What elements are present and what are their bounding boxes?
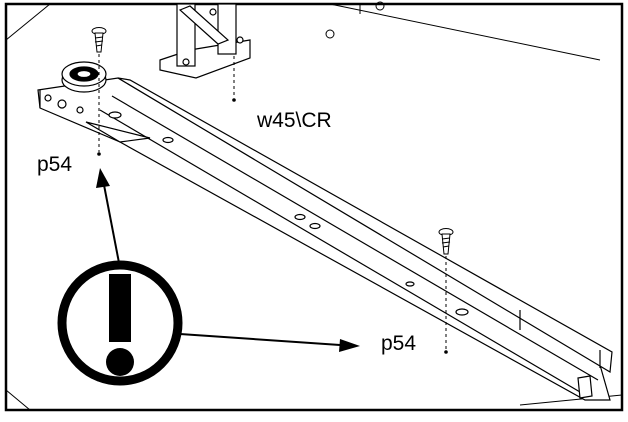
- roller-wheel-icon: [61, 61, 107, 93]
- screw-icon: [91, 27, 107, 53]
- upright-bracket: [159, 3, 251, 79]
- screw-code-label-right: p54: [381, 332, 417, 355]
- exclamation-circle-icon: [57, 260, 183, 386]
- diagram-frame: [4, 2, 624, 412]
- screw-code-label-left: p54: [37, 153, 73, 176]
- drawer-runner: [37, 77, 613, 401]
- pointer-arrows: [96, 168, 360, 352]
- part-code-label: w45\CR: [257, 109, 332, 132]
- screw-icon-right: [438, 228, 454, 255]
